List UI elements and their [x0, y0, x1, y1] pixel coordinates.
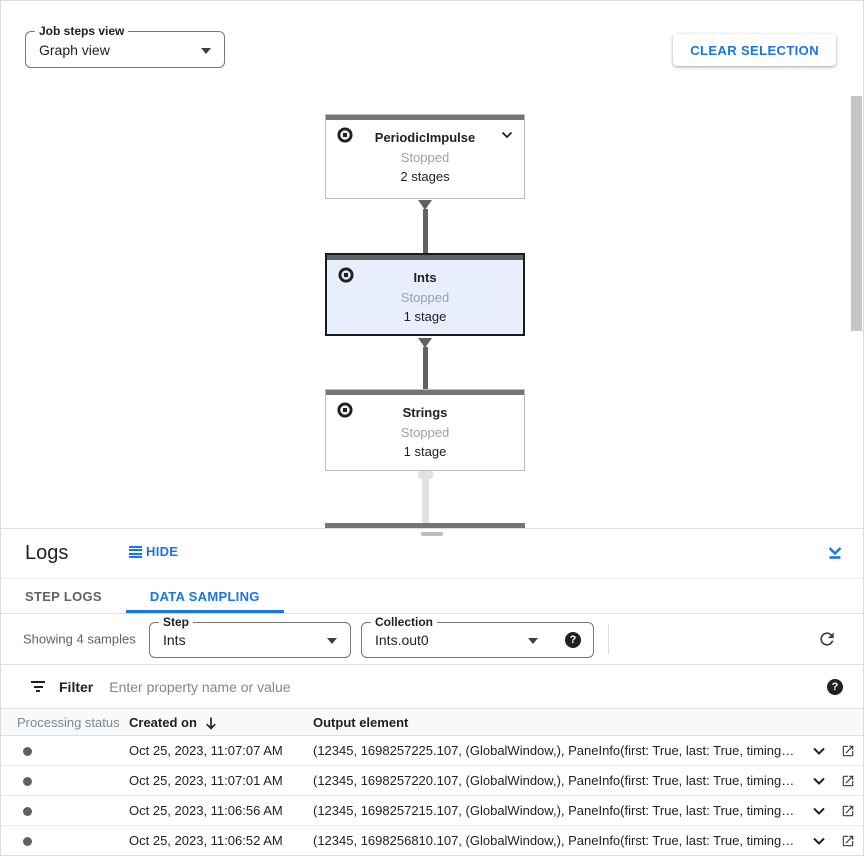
collection-select-label: Collection — [371, 615, 438, 629]
dropdown-arrow-icon — [327, 638, 337, 644]
created-on-cell: Oct 25, 2023, 11:07:07 AM — [129, 743, 283, 758]
logs-panel: Logs HIDE STEP LOGS DATA SAMPLING Showin… — [1, 528, 863, 855]
filter-help-icon[interactable]: ? — [827, 678, 843, 695]
output-element-cell: (12345, 1698256810.107, (GlobalWindow,),… — [313, 833, 795, 848]
tab-step-logs[interactable]: STEP LOGS — [25, 588, 102, 604]
list-lines-icon — [129, 544, 142, 560]
stop-circle-icon — [337, 127, 353, 143]
step-select[interactable]: Step Ints — [149, 615, 351, 658]
created-on-cell: Oct 25, 2023, 11:06:56 AM — [129, 803, 283, 818]
output-element-cell: (12345, 1698257215.107, (GlobalWindow,),… — [313, 803, 795, 818]
filter-label: Filter — [59, 678, 94, 695]
chevron-down-icon[interactable] — [811, 743, 827, 759]
filter-bar: Filter ? — [1, 664, 863, 709]
column-header-created-on[interactable]: Created on — [129, 715, 218, 730]
hide-logs-label: HIDE — [146, 544, 179, 560]
tab-data-sampling[interactable]: DATA SAMPLING — [125, 579, 284, 613]
refresh-icon[interactable] — [817, 629, 837, 649]
column-header-output-element: Output element — [313, 715, 409, 730]
stop-circle-icon — [338, 267, 354, 283]
table-row[interactable]: Oct 25, 2023, 11:07:01 AM (12345, 169825… — [1, 766, 863, 796]
open-in-new-icon[interactable] — [841, 834, 855, 848]
column-header-processing-status: Processing status — [17, 715, 120, 730]
column-header-created-on-label: Created on — [129, 715, 197, 730]
samples-table-header: Processing status Created on Output elem… — [1, 709, 863, 736]
dropdown-arrow-icon — [201, 47, 211, 54]
collection-help-icon[interactable]: ? — [565, 632, 581, 648]
sort-descending-arrow-icon — [206, 717, 216, 730]
table-row[interactable]: Oct 25, 2023, 11:06:56 AM (12345, 169825… — [1, 796, 863, 826]
collapse-panel-icon[interactable] — [826, 543, 844, 561]
dropdown-arrow-icon — [528, 638, 538, 644]
open-in-new-icon[interactable] — [841, 744, 855, 758]
collection-select-value: Ints.out0 — [375, 632, 429, 648]
graph-node-ints[interactable]: Ints Stopped 1 stage — [325, 253, 525, 336]
collection-select[interactable]: Collection Ints.out0 ? — [361, 615, 594, 658]
node-top-bar — [326, 390, 524, 395]
chevron-down-icon[interactable] — [811, 773, 827, 789]
node-top-bar — [326, 115, 524, 120]
open-in-new-icon[interactable] — [841, 804, 855, 818]
node-stage-count: 1 stage — [403, 444, 447, 459]
chevron-down-icon[interactable] — [811, 803, 827, 819]
node-top-bar — [327, 255, 523, 260]
step-select-value: Ints — [163, 632, 186, 648]
edge-line — [423, 347, 428, 389]
graph-node-periodicimpulse[interactable]: PeriodicImpulse Stopped 2 stages — [325, 114, 525, 199]
job-steps-view-label: Job steps view — [35, 24, 129, 38]
node-title: Ints — [413, 270, 437, 285]
graph-node-strings[interactable]: Strings Stopped 1 stage — [325, 389, 525, 471]
filter-funnel-icon — [31, 679, 45, 695]
job-steps-view-value: Graph view — [39, 41, 110, 58]
node-title: PeriodicImpulse — [374, 130, 476, 145]
edge-arrow-icon — [418, 338, 432, 348]
node-stage-count: 2 stages — [400, 169, 450, 184]
table-row[interactable]: Oct 25, 2023, 11:07:07 AM (12345, 169825… — [1, 736, 863, 766]
edge-line — [423, 209, 428, 253]
node-status: Stopped — [400, 150, 450, 165]
open-in-new-icon[interactable] — [841, 774, 855, 788]
filter-input[interactable] — [109, 678, 827, 695]
logs-tabs: STEP LOGS DATA SAMPLING — [1, 579, 863, 614]
panel-resize-handle[interactable] — [421, 532, 443, 536]
clear-selection-button[interactable]: CLEAR SELECTION — [673, 34, 836, 66]
hide-logs-button[interactable]: HIDE — [129, 544, 178, 560]
graph-vertical-scrollbar[interactable] — [851, 96, 862, 331]
logs-panel-header: Logs HIDE — [1, 529, 863, 579]
node-stage-count: 1 stage — [403, 309, 447, 324]
output-element-cell: (12345, 1698257220.107, (GlobalWindow,),… — [313, 773, 795, 788]
processing-status-dot-icon — [23, 747, 32, 756]
created-on-cell: Oct 25, 2023, 11:06:52 AM — [129, 833, 283, 848]
sampling-controls: Showing 4 samples Step Ints Collection I… — [1, 614, 863, 664]
partially-hidden-node-top-bar — [325, 523, 525, 528]
table-row[interactable]: Oct 25, 2023, 11:06:52 AM (12345, 169825… — [1, 826, 863, 855]
stop-circle-icon — [337, 402, 353, 418]
step-select-label: Step — [159, 615, 194, 629]
processing-status-dot-icon — [23, 837, 32, 846]
node-title: Strings — [402, 405, 448, 420]
vertical-divider — [608, 624, 609, 654]
created-on-cell: Oct 25, 2023, 11:07:01 AM — [129, 773, 283, 788]
edge-arrow-icon — [418, 200, 432, 210]
job-steps-view-select[interactable]: Job steps view Graph view — [25, 24, 225, 68]
chevron-down-icon[interactable] — [811, 833, 827, 849]
processing-status-dot-icon — [23, 807, 32, 816]
processing-status-dot-icon — [23, 777, 32, 786]
logs-panel-title: Logs — [25, 542, 69, 564]
node-status: Stopped — [400, 425, 450, 440]
output-element-cell: (12345, 1698257225.107, (GlobalWindow,),… — [313, 743, 795, 758]
node-status: Stopped — [400, 290, 450, 305]
edge-light-line — [422, 471, 429, 525]
chevron-down-icon[interactable] — [500, 128, 514, 142]
samples-summary: Showing 4 samples — [23, 631, 136, 647]
